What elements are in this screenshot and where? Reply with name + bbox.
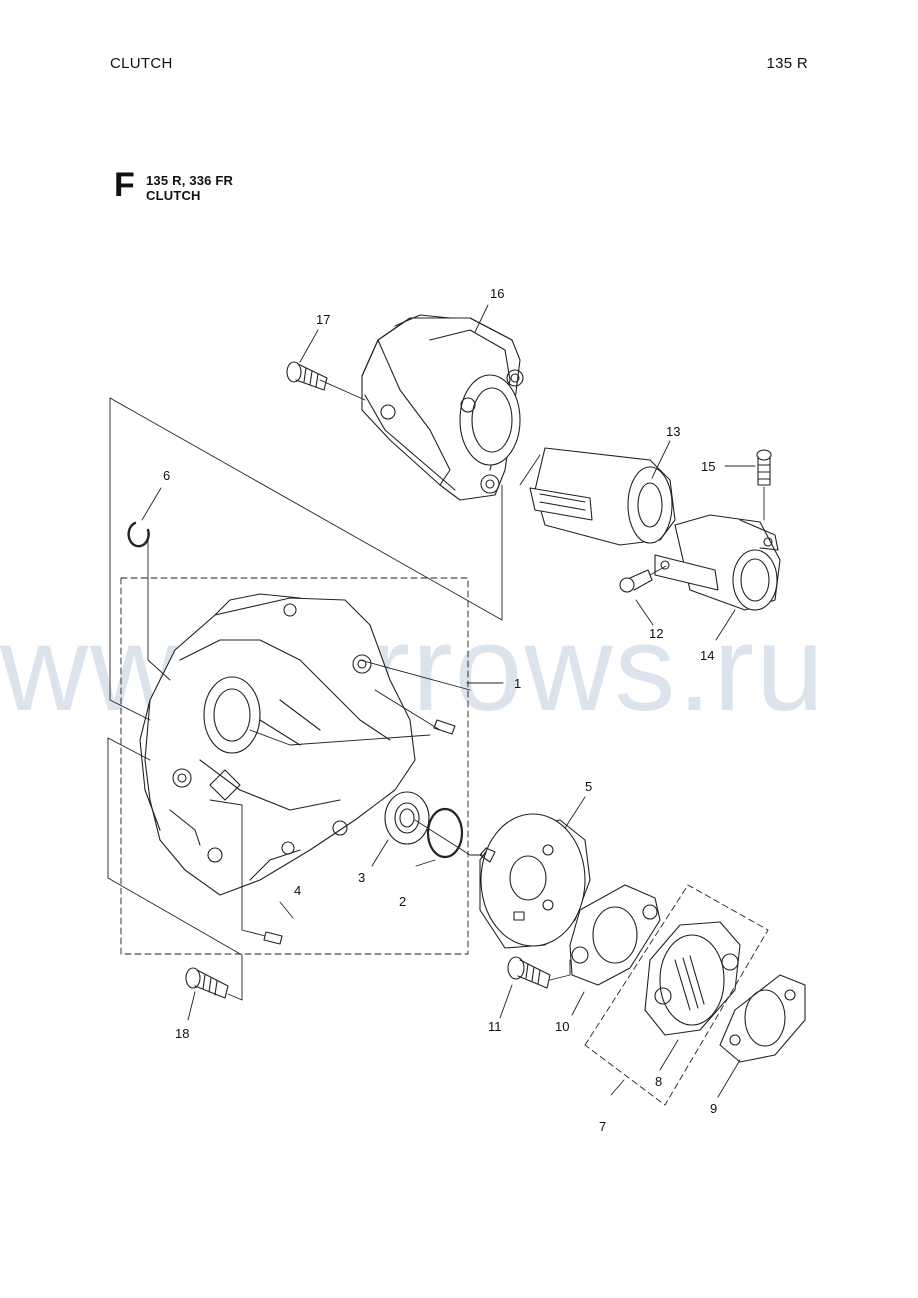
callout-12: 12 — [649, 626, 663, 641]
part-4-dowel-pin — [263, 931, 283, 945]
part-18-screw — [185, 967, 229, 999]
part-5-clutch-drum — [479, 813, 591, 949]
part-14-clamp — [654, 514, 781, 611]
callout-15: 15 — [701, 459, 715, 474]
part-dowel-pin-upper — [433, 719, 456, 735]
part-3-bearing — [384, 791, 430, 845]
callout-8: 8 — [655, 1074, 662, 1089]
callout-2: 2 — [399, 894, 406, 909]
callout-18: 18 — [175, 1026, 189, 1041]
callout-labels: 1 2 3 4 5 6 7 8 9 10 11 12 13 14 15 16 1… — [163, 286, 717, 1134]
callout-6: 6 — [163, 468, 170, 483]
callout-10: 10 — [555, 1019, 569, 1034]
part-7-dashed-frame — [584, 884, 769, 1106]
section-models: 135 R, 336 FR — [146, 173, 234, 188]
callout-9: 9 — [710, 1101, 717, 1116]
section-name: CLUTCH — [146, 188, 201, 203]
part-2-circlip — [426, 807, 464, 859]
leader-lines — [141, 304, 756, 1098]
callout-5: 5 — [585, 779, 592, 794]
section-letter: F — [114, 166, 135, 204]
callout-11: 11 — [488, 1019, 502, 1034]
callout-1: 1 — [514, 676, 521, 691]
part-12-screw — [619, 569, 653, 593]
callout-16: 16 — [490, 286, 504, 301]
callout-3: 3 — [358, 870, 365, 885]
assembly-lines — [107, 379, 765, 1001]
part-1-crankcase — [139, 593, 416, 896]
part-10-washer — [569, 884, 661, 986]
callout-17: 17 — [316, 312, 330, 327]
part-1-dashed-frame — [120, 577, 469, 955]
callout-13: 13 — [666, 424, 680, 439]
callout-14: 14 — [700, 648, 714, 663]
part-16-housing — [361, 314, 524, 501]
header-title: CLUTCH — [110, 55, 173, 72]
header-model: 135 R — [766, 55, 808, 72]
part-11-screw — [507, 956, 551, 989]
callout-4: 4 — [294, 883, 301, 898]
part-8-clutch-shoes — [644, 921, 741, 1036]
callout-7: 7 — [599, 1119, 606, 1134]
part-17-screw — [286, 361, 328, 391]
part-15-screw — [756, 449, 772, 486]
part-9-plate — [719, 974, 806, 1063]
part-6-circlip — [127, 521, 150, 548]
part-13-collar — [529, 447, 676, 546]
